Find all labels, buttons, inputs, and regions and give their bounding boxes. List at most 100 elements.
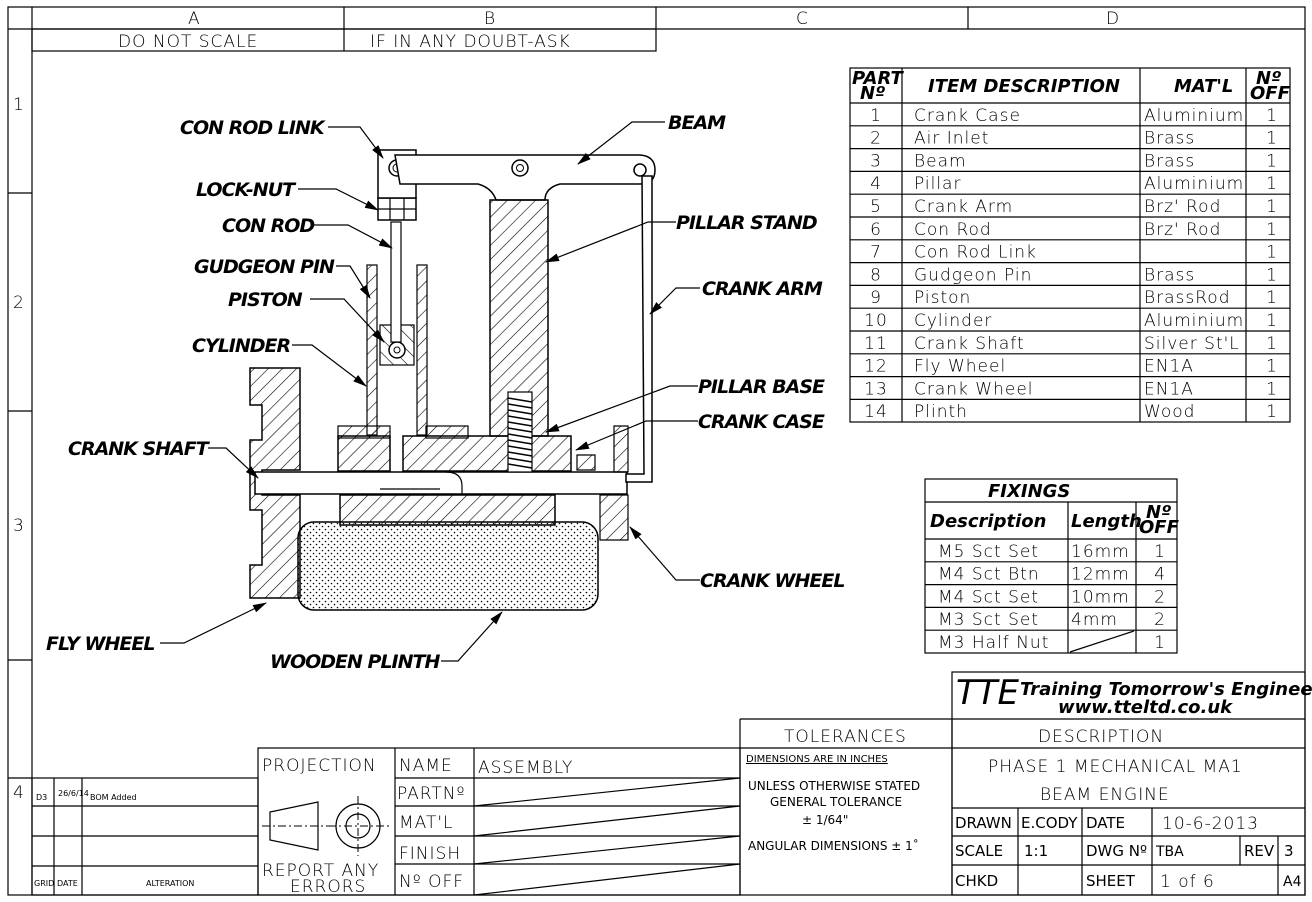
parts-cell-matl: Brz' Rod: [1144, 197, 1221, 217]
report-line2: ERRORS: [290, 877, 366, 897]
revision-alteration: BOM Added: [90, 793, 137, 802]
rev-value: 3: [1284, 842, 1294, 860]
fixings-cell-off: 1: [1154, 633, 1166, 653]
parts-cell-off: 1: [1266, 402, 1278, 422]
fixings-cell-off: 2: [1154, 610, 1166, 630]
parts-cell-matl: Silver St'L: [1144, 334, 1240, 354]
parts-cell-matl: EN1A: [1144, 357, 1194, 377]
parts-cell-no: 11: [864, 334, 888, 354]
label-con-rod: CON ROD: [222, 215, 314, 237]
parts-cell-item: Cylinder: [914, 311, 992, 331]
dwg-value: TBA: [1155, 844, 1184, 860]
do-not-scale-text: DO NOT SCALE: [118, 32, 258, 52]
revision-header-alteration: ALTERATION: [146, 879, 194, 888]
fixings-cell-length: 4mm: [1071, 610, 1118, 630]
parts-cell-matl: Brass: [1144, 265, 1195, 285]
matl-label: MAT'L: [399, 813, 454, 833]
parts-cell-matl: Aluminium: [1144, 311, 1244, 331]
name-label: NAME: [399, 756, 453, 776]
dwg-label: DWG Nº: [1086, 842, 1147, 860]
tolerance-value: ± 1/64": [802, 813, 848, 827]
fixings-cell-length: 12mm: [1071, 565, 1130, 585]
parts-cell-no: 2: [870, 129, 882, 149]
fixings-cell-desc: M3 Sct Set: [938, 610, 1039, 630]
title-block: [8, 671, 1306, 896]
parts-cell-item: Air Inlet: [914, 129, 989, 149]
parts-cell-off: 1: [1266, 334, 1278, 354]
tte-website: www.tteltd.co.uk: [1058, 697, 1233, 718]
description-label: DESCRIPTION: [1038, 727, 1164, 747]
revision-header-date: DATE: [57, 879, 78, 888]
date-label: DATE: [1086, 814, 1125, 832]
parts-cell-no: 8: [870, 265, 882, 285]
leader-lines: [160, 121, 700, 662]
drawn-label: DRAWN: [955, 814, 1012, 832]
parts-cell-no: 3: [870, 151, 882, 171]
finish-label: FINISH: [399, 844, 461, 864]
label-gudgeon-pin: GUDGEON PIN: [194, 256, 335, 278]
fixings-cell-off: 2: [1154, 587, 1166, 607]
fixings-cell-length: 10mm: [1071, 587, 1130, 607]
header-warning: [31, 28, 657, 52]
parts-cell-item: Crank Shaft: [914, 334, 1025, 354]
unless-line1: UNLESS OTHERWISE STATED: [748, 779, 920, 793]
parts-table: [849, 67, 1291, 423]
unless-line2: GENERAL TOLERANCE: [770, 795, 902, 809]
parts-cell-off: 1: [1266, 220, 1278, 240]
tte-slogan: Training Tomorrow's Engineers: [1020, 679, 1312, 700]
label-con-rod-link: CON ROD LINK: [180, 117, 326, 139]
parts-cell-off: 1: [1266, 265, 1278, 285]
name-value: ASSEMBLY: [478, 758, 573, 778]
parts-cell-off: 1: [1266, 311, 1278, 331]
sheet-label: SHEET: [1086, 872, 1136, 890]
grid-col-a: A: [188, 9, 201, 29]
fixings-header-no-a: Nº: [1146, 502, 1171, 523]
label-crank-shaft: CRANK SHAFT: [68, 438, 211, 460]
grid-row-3: 3: [13, 516, 25, 536]
parts-cell-off: 1: [1266, 357, 1278, 377]
parts-header-no-off-b: OFF: [1250, 83, 1291, 104]
parts-cell-item: Con Rod Link: [914, 243, 1037, 263]
description-line1: PHASE 1 MECHANICAL MA1: [988, 757, 1243, 777]
beam-engine-section: [249, 149, 656, 611]
fixings-table: [924, 478, 1178, 654]
fixings-header-length: Length: [1071, 511, 1142, 532]
label-crank-arm: CRANK ARM: [702, 278, 823, 300]
parts-cell-matl: Brz' Rod: [1144, 220, 1221, 240]
angular-dims: ANGULAR DIMENSIONS ± 1˚: [748, 838, 919, 853]
parts-cell-off: 1: [1266, 197, 1278, 217]
tolerances-label: TOLERANCES: [784, 727, 907, 747]
parts-cell-no: 1: [870, 106, 882, 126]
parts-cell-no: 5: [870, 197, 882, 217]
grid-col-c: C: [796, 9, 809, 29]
parts-header-part: PART: [852, 68, 905, 89]
parts-cell-off: 1: [1266, 151, 1278, 171]
label-crank-wheel: CRANK WHEEL: [700, 570, 844, 592]
parts-cell-matl: BrassRod: [1144, 288, 1231, 308]
parts-cell-matl: Aluminium: [1144, 106, 1244, 126]
parts-cell-no: 7: [870, 243, 882, 263]
sheet-value: 1 of 6: [1160, 872, 1215, 892]
drawn-value: E.CODY: [1021, 814, 1078, 832]
fixings-cell-off: 1: [1154, 542, 1166, 562]
label-wooden-plinth: WOODEN PLINTH: [270, 651, 440, 673]
projection-label: PROJECTION: [262, 756, 377, 776]
tte-logo: TTE: [956, 673, 1020, 713]
parts-cell-no: 14: [864, 402, 888, 422]
fixings-cell-desc: M3 Half Nut: [938, 633, 1049, 653]
parts-cell-no: 12: [864, 357, 888, 377]
date-value: 10-6-2013: [1162, 814, 1259, 834]
parts-header-no: Nº: [860, 83, 885, 104]
fixings-cell-length: 16mm: [1071, 542, 1130, 562]
parts-cell-off: 1: [1266, 106, 1278, 126]
parts-cell-off: 1: [1266, 243, 1278, 263]
fixings-cell-off: 4: [1154, 565, 1166, 585]
parts-cell-item: Crank Wheel: [914, 379, 1034, 399]
parts-cell-matl: Aluminium: [1144, 174, 1244, 194]
parts-cell-no: 10: [864, 311, 888, 331]
parts-cell-item: Piston: [914, 288, 971, 308]
parts-cell-item: Fly Wheel: [914, 357, 1006, 377]
parts-cell-item: Crank Arm: [914, 197, 1013, 217]
grid-row-2: 2: [13, 293, 25, 313]
